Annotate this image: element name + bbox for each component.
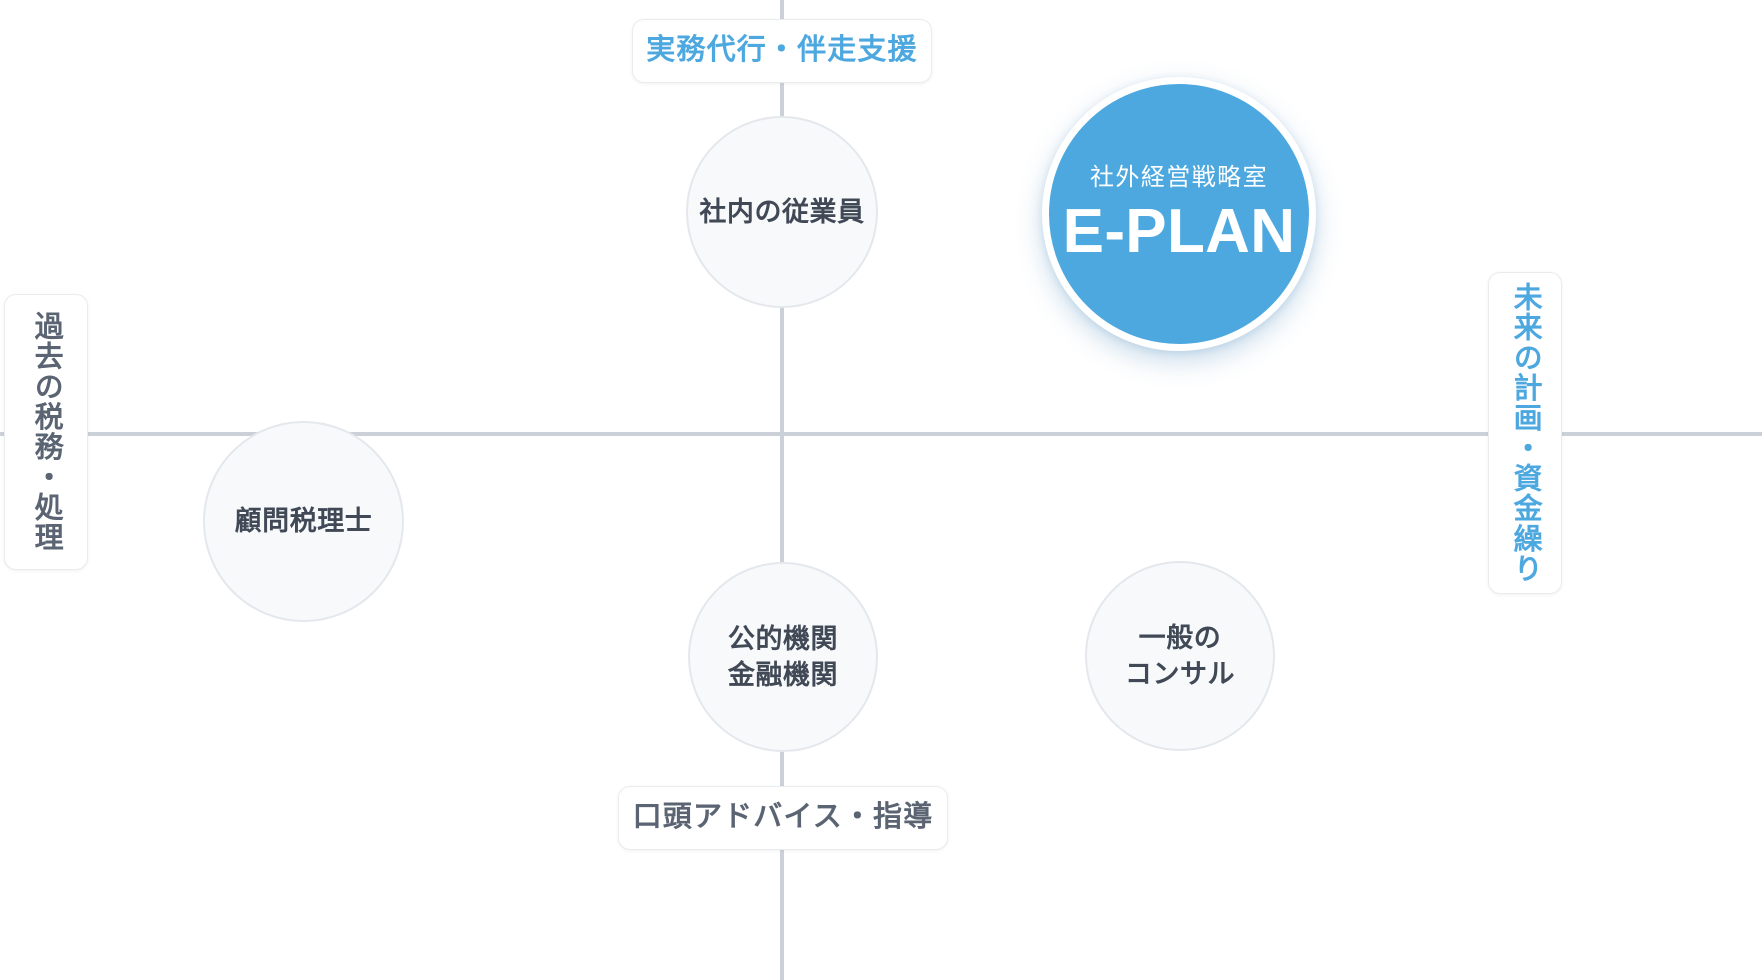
node-tax-accountant: 顧問税理士 <box>203 421 404 622</box>
node-general-consultant-label: 一般の コンサル <box>1124 622 1236 689</box>
vertical-axis-line <box>780 0 784 980</box>
node-eplan-subtitle: 社外経営戦略室 <box>1089 164 1269 192</box>
axis-label-bottom-text: 口頭アドバイス・指導 <box>632 801 934 834</box>
axis-label-bottom: 口頭アドバイス・指導 <box>618 786 948 850</box>
node-tax-accountant-label: 顧問税理士 <box>234 506 373 537</box>
axis-label-right: 未来の計画・資金繰り <box>1488 272 1562 594</box>
node-eplan-title: E-PLAN <box>1062 196 1296 266</box>
node-public-finance: 公的機関 金融機関 <box>688 562 878 752</box>
axis-label-left: 過去の税務・処理 <box>4 294 88 570</box>
node-general-consultant: 一般の コンサル <box>1085 561 1275 751</box>
node-public-finance-label: 公的機関 金融機関 <box>727 623 839 690</box>
node-eplan-highlight: 社外経営戦略室 E-PLAN <box>1042 77 1316 351</box>
node-employees-label: 社内の従業員 <box>699 196 865 227</box>
node-employees: 社内の従業員 <box>686 116 878 308</box>
axis-label-right-text: 未来の計画・資金繰り <box>1509 282 1542 584</box>
horizontal-axis-line <box>0 432 1762 436</box>
axis-label-left-text: 過去の税務・処理 <box>30 311 63 553</box>
axis-label-top: 実務代行・伴走支援 <box>632 19 932 83</box>
axis-label-top-text: 実務代行・伴走支援 <box>646 34 918 67</box>
